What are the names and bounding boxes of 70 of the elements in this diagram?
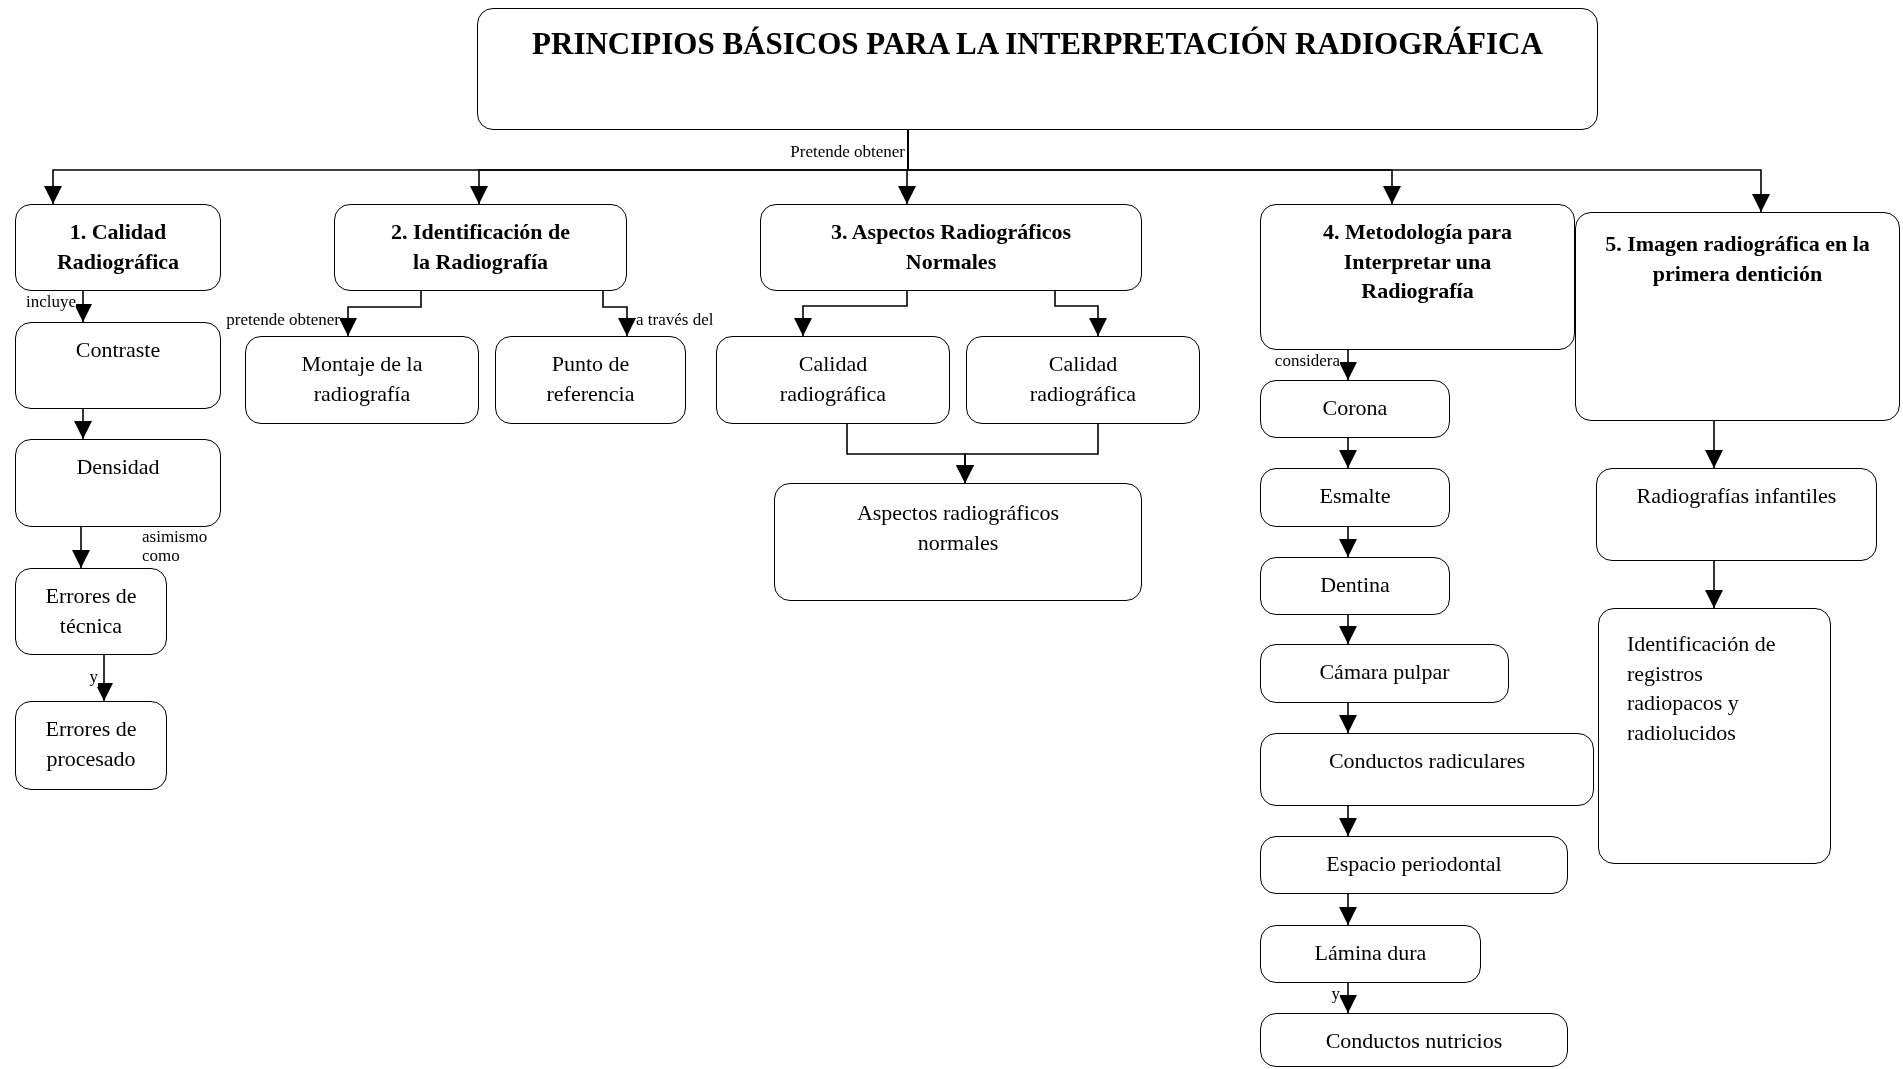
concept-text: 2. Identificación de la Radiografía (389, 218, 572, 276)
arrow (1339, 702, 1357, 734)
arrow (794, 290, 908, 337)
concept-box (15, 439, 221, 527)
concept-text: Contraste (75, 336, 161, 364)
concept-text: Errores de procesado (44, 715, 138, 773)
concept-box (1575, 212, 1900, 421)
concept-box (1260, 733, 1594, 806)
arrow (74, 408, 92, 440)
concept-text: Dentina (1320, 571, 1390, 599)
concept-box (334, 204, 627, 291)
concept-text: Densidad (76, 453, 160, 481)
concept-text: Calidad radiográfica (1028, 350, 1138, 408)
concept-text: Lámina dura (1314, 939, 1427, 967)
concept-text: Conductos radiculares (1328, 747, 1526, 775)
arrow (1339, 526, 1357, 558)
arrow (339, 290, 422, 337)
concept-text: Esmalte (1319, 482, 1391, 510)
arrow (1339, 893, 1357, 926)
concept-box (245, 336, 479, 424)
arrow (1705, 420, 1723, 469)
concept-box (1260, 557, 1450, 615)
concept-box (966, 336, 1200, 424)
arrow (1339, 805, 1357, 837)
concept-text: 3. Aspectos Radiográficos Normales (829, 218, 1073, 276)
concept-text: 1. Calidad Radiográfica (55, 218, 181, 276)
concept-text: Aspectos radiográficos normales (855, 499, 1061, 557)
arrow (1705, 560, 1723, 609)
arrow (95, 654, 113, 702)
arrow (1339, 614, 1357, 645)
concept-text: Radiografías infantiles (1636, 482, 1837, 510)
concept-text: Cámara pulpar (1319, 658, 1450, 686)
concept-text: Montaje de la radiografía (300, 350, 424, 408)
concept-box (716, 336, 950, 424)
arrow (1339, 437, 1357, 469)
concept-box (1598, 608, 1831, 864)
concept-text: Calidad radiográfica (778, 350, 888, 408)
concept-box (1260, 468, 1450, 527)
concept-box (15, 701, 167, 790)
arrow (1339, 982, 1357, 1014)
concept-text: Errores de técnica (44, 582, 138, 640)
concept-text: 4. Metodología para Interpretar una Radiografía (1322, 218, 1513, 306)
concept-box (774, 483, 1142, 601)
concept-text: Corona (1322, 394, 1388, 422)
concept-box (1260, 380, 1450, 438)
edge-label: pretende obtener (226, 311, 340, 330)
concept-box (477, 8, 1598, 130)
arrow (602, 290, 636, 337)
title-text: PRINCIPIOS BÁSICOS PARA LA INTERPRETACIÓN RADIOGRÁFICA (532, 25, 1543, 63)
arrow (72, 526, 90, 569)
concept-text: Identificación de registros radiopacos y radiolucidos (1627, 630, 1777, 748)
concept-box (15, 322, 221, 409)
concept-box (1260, 836, 1568, 894)
concept-box (1596, 468, 1877, 561)
concept-box (15, 568, 167, 655)
concept-box (495, 336, 686, 424)
concept-box (1260, 204, 1575, 350)
arrow (1339, 349, 1357, 381)
concept-box (1260, 644, 1509, 703)
concept-box (1260, 925, 1481, 983)
concept-box (760, 204, 1142, 291)
concept-box (1260, 1013, 1568, 1067)
concept-box (15, 204, 221, 291)
concept-text: Espacio periodontal (1326, 850, 1502, 878)
edge-label: incluye (25, 293, 76, 312)
arrow (1054, 290, 1107, 337)
concept-text: Conductos nutricios (1325, 1027, 1503, 1055)
concept-text: Punto de referencia (545, 350, 636, 408)
concept-text: 5. Imagen radiográfica en la primera dentición (1604, 230, 1871, 288)
arrow (956, 423, 1099, 484)
